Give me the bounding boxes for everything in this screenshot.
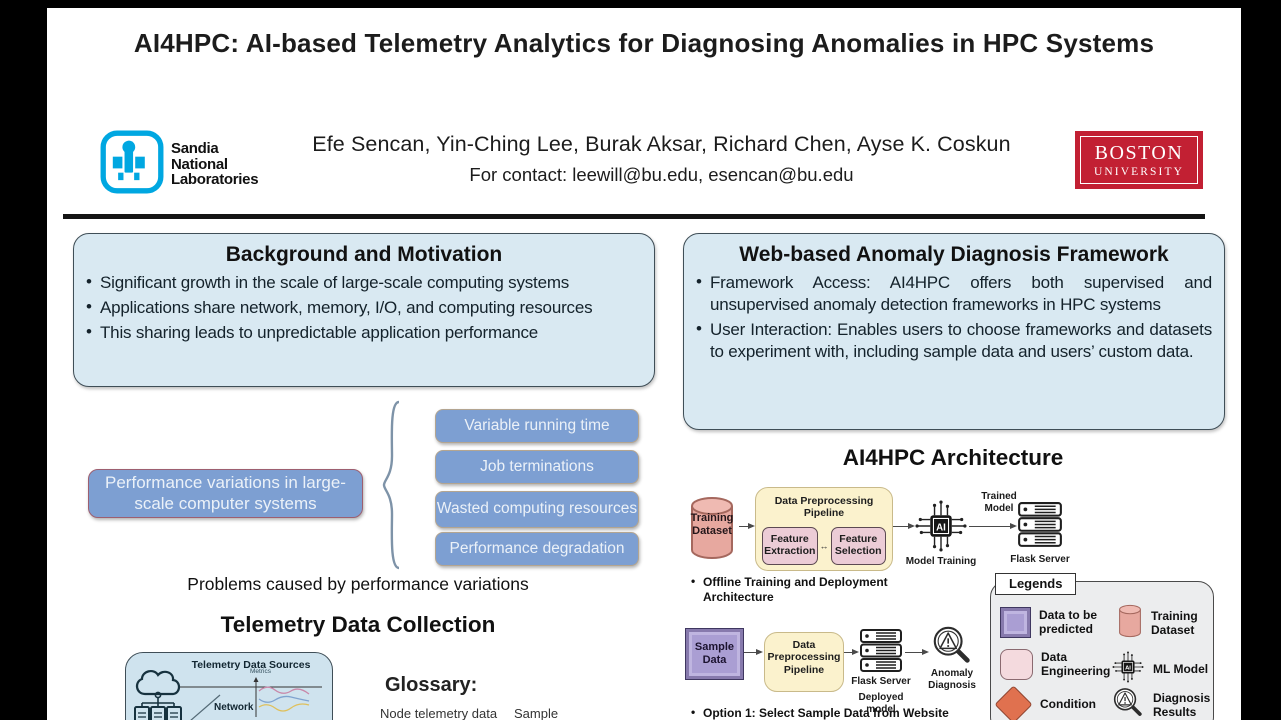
glossary-term-sample: Sample [514, 706, 559, 720]
legend-item: Diagnosis Results [1111, 686, 1221, 720]
cloud-servers-icon [130, 667, 190, 720]
metrics-label: Metrics [250, 668, 271, 675]
arrow-sample-to-pipeline [744, 649, 763, 655]
flask-server-label: Flask Server [1010, 554, 1070, 565]
legend-item: Data Engineering [1000, 649, 1111, 680]
telemetry-figure-lines [176, 677, 322, 720]
poster-slide: AI4HPC: AI-based Telemetry Analytics for… [47, 8, 1241, 720]
background-panel: Background and Motivation Significant gr… [73, 233, 655, 387]
authors-line: Efe Sencan, Yin-Ching Lee, Burak Aksar, … [312, 132, 1011, 156]
telemetry-sources-figure: Telemetry Data Sources Network Metrics [125, 652, 333, 720]
feature-row: Feature Extraction ↔ Feature Selection [762, 526, 886, 565]
online-caption: Option 1: Select Sample Data from Websit… [689, 705, 1003, 720]
performance-variations-box: Performance variations in large-scale co… [88, 469, 363, 518]
legend-label: Diagnosis Results [1153, 691, 1211, 719]
online-pipeline-box: Data Preprocessing Pipeline [764, 632, 844, 692]
effect-box-2: Job terminations [435, 450, 639, 484]
training-dataset-cylinder-icon [1117, 602, 1143, 645]
offline-pipeline-title: Data Preprocessing Pipeline [774, 495, 874, 520]
network-label: Network [214, 702, 254, 713]
sample-data-box: Sample Data [685, 628, 744, 680]
legend-item: Data to be predicted [1000, 607, 1107, 638]
flask-server-icon [1017, 501, 1063, 554]
legends-title: Legends [995, 573, 1077, 595]
offline-pipeline-box: Data Preprocessing Pipeline Feature Extr… [755, 487, 893, 571]
header-row: Sandia National Laboratories Efe Sencan,… [47, 124, 1241, 210]
framework-panel: Web-based Anomaly Diagnosis Framework Fr… [683, 233, 1225, 430]
offline-caption: Offline Training and Deployment Architec… [689, 574, 929, 605]
background-panel-title: Background and Motivation [225, 243, 503, 266]
feature-selection-box: Feature Selection [830, 526, 886, 565]
arrow-model-to-server [969, 523, 1017, 529]
swap-arrow-icon: ↔ [819, 540, 829, 551]
brace-icon [381, 400, 403, 575]
arrow-pipeline-to-model [893, 523, 915, 529]
legend-label: Data Engineering [1041, 650, 1111, 678]
arrow-pipeline-to-server [844, 649, 859, 655]
architecture-heading: AI4HPC Architecture [842, 445, 1064, 470]
framework-bullet-2: User Interaction: Enables users to choos… [684, 318, 1224, 365]
trained-model-label: Trained Model [981, 491, 1017, 514]
background-bullet-1: Significant growth in the scale of large… [74, 271, 654, 296]
boston-university-logo: BOSTON UNIVERSITY [1075, 131, 1203, 189]
sandia-logo-text: Sandia National Laboratories [171, 140, 259, 189]
sandia-thunderbird-icon [100, 130, 164, 199]
anomaly-diagnosis-icon [930, 624, 974, 673]
background-bullet-3: This sharing leads to unpredictable appl… [74, 321, 654, 346]
background-bullet-2: Applications share network, memory, I/O,… [74, 296, 654, 321]
legend-item: Training Dataset [1117, 602, 1219, 645]
legend-item: Condition [994, 685, 1108, 720]
ml-model-chip-icon [1111, 650, 1145, 689]
legend-item: ML Model [1111, 650, 1221, 689]
data-to-be-predicted-icon [1000, 607, 1031, 638]
framework-bullet-1: Framework Access: AI4HPC offers both sup… [684, 271, 1224, 318]
legend-label: Data to be predicted [1039, 608, 1098, 636]
bu-logo-inner: BOSTON UNIVERSITY [1080, 136, 1198, 184]
legend-label: Condition [1040, 696, 1096, 711]
bu-line1: BOSTON [1094, 142, 1184, 164]
sandia-line1: Sandia [171, 140, 219, 158]
flask-server-icon [859, 628, 903, 679]
online-pipeline-title: Data Preprocessing Pipeline [767, 639, 841, 676]
sandia-line3: Laboratories [171, 171, 259, 189]
legend-label: Training Dataset [1151, 609, 1198, 637]
variations-caption: Problems caused by performance variation… [187, 574, 529, 594]
effect-box-4: Performance degradation [435, 532, 639, 566]
telemetry-box-title: Telemetry Data Sources [191, 659, 311, 671]
poster-title-wrap: AI4HPC: AI-based Telemetry Analytics for… [47, 26, 1241, 60]
authors-block: Efe Sencan, Yin-Ching Lee, Burak Aksar, … [257, 132, 1066, 186]
online-flask-server-label: Flask Server [851, 676, 911, 687]
glossary-title: Glossary: [385, 674, 478, 696]
framework-panel-title: Web-based Anomaly Diagnosis Framework [739, 243, 1169, 266]
telemetry-heading: Telemetry Data Collection [220, 612, 496, 637]
legend-label: ML Model [1153, 661, 1209, 676]
feature-extraction-box: Feature Extraction [762, 526, 818, 565]
sandia-logo: Sandia National Laboratories [100, 130, 259, 199]
effect-box-1: Variable running time [435, 409, 639, 443]
arrow-server-to-diagnosis [905, 649, 929, 655]
model-training-label: Model Training [905, 556, 977, 567]
effect-box-3: Wasted computing resources [435, 491, 639, 528]
header-divider [63, 214, 1205, 219]
training-dataset-label: Training Dataset [690, 512, 734, 537]
diagnosis-magnifier-icon [1111, 686, 1145, 720]
arrow-dataset-to-pipeline [739, 523, 755, 529]
training-dataset-cylinder-icon: Training Dataset [687, 496, 737, 560]
contact-line: For contact: leewill@bu.edu, esencan@bu.… [469, 164, 854, 185]
glossary-term-node-telemetry: Node telemetry data [380, 706, 498, 720]
data-engineering-icon [1000, 649, 1033, 680]
poster-title: AI4HPC: AI-based Telemetry Analytics for… [133, 28, 1155, 58]
sandia-line2: National [171, 155, 228, 173]
anomaly-diagnosis-label: Anomaly Diagnosis [928, 668, 976, 691]
ml-model-chip-icon [913, 498, 969, 559]
bu-line2: UNIVERSITY [1094, 166, 1184, 178]
